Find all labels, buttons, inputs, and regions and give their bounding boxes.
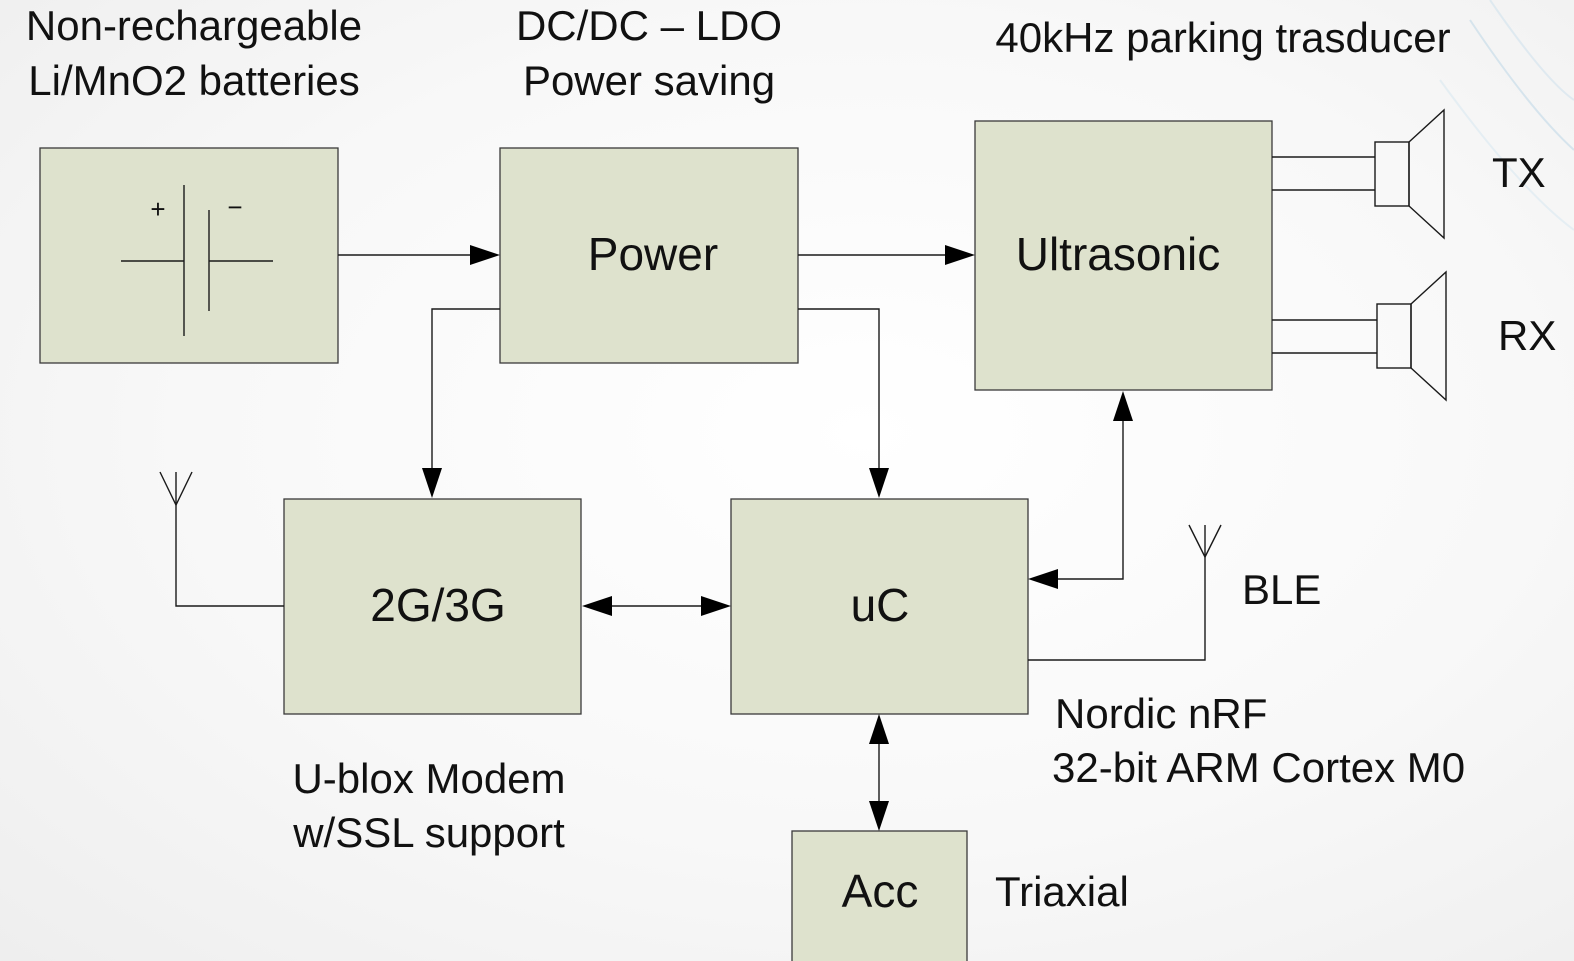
connection-battery-power bbox=[338, 245, 500, 265]
modem-caption-line2: w/SSL support bbox=[292, 809, 565, 856]
connection-uc-acc bbox=[869, 714, 889, 831]
ultrasonic-block-label: Ultrasonic bbox=[1016, 228, 1221, 280]
battery-caption-line2: Li/MnO2 batteries bbox=[28, 57, 360, 104]
ble-antenna-icon bbox=[1028, 524, 1222, 661]
modem-block-label: 2G/3G bbox=[370, 579, 506, 631]
uc-block-label: uC bbox=[851, 579, 910, 631]
ble-label: BLE bbox=[1242, 566, 1321, 613]
uc-block bbox=[730, 498, 1029, 715]
modem-antenna-icon bbox=[159, 471, 284, 607]
power-caption-line2: Power saving bbox=[523, 57, 775, 104]
battery-caption-line1: Non-rechargeable bbox=[26, 2, 362, 49]
connection-power-modem bbox=[422, 308, 500, 498]
rx-label: RX bbox=[1498, 312, 1556, 359]
battery-icon bbox=[121, 185, 273, 336]
transducer-caption: 40kHz parking trasducer bbox=[995, 14, 1450, 61]
rx-transducer-icon bbox=[1272, 270, 1447, 402]
nordic-caption-line1: Nordic nRF bbox=[1055, 690, 1267, 737]
acc-block-label: Acc bbox=[842, 865, 919, 917]
tx-label: TX bbox=[1492, 149, 1546, 196]
acc-caption: Triaxial bbox=[995, 868, 1129, 915]
power-block bbox=[499, 147, 799, 364]
battery-plus-sign: + bbox=[150, 194, 165, 224]
connection-power-uc bbox=[798, 308, 889, 498]
modem-caption-line1: U-blox Modem bbox=[292, 755, 565, 802]
battery-minus-sign: − bbox=[227, 192, 242, 222]
connection-power-ultrasonic bbox=[798, 245, 975, 265]
background-decoration bbox=[1439, 0, 1574, 231]
modem-block bbox=[283, 498, 582, 715]
connection-uc-ultrasonic bbox=[1028, 391, 1133, 589]
acc-block bbox=[791, 830, 968, 961]
ultrasonic-block bbox=[974, 120, 1273, 391]
tx-transducer-icon bbox=[1272, 108, 1445, 240]
battery-block bbox=[39, 147, 339, 364]
connection-modem-uc bbox=[582, 596, 731, 616]
nordic-caption-line2: 32-bit ARM Cortex M0 bbox=[1052, 744, 1465, 791]
power-caption-line1: DC/DC – LDO bbox=[516, 2, 782, 49]
power-block-label: Power bbox=[588, 228, 718, 280]
